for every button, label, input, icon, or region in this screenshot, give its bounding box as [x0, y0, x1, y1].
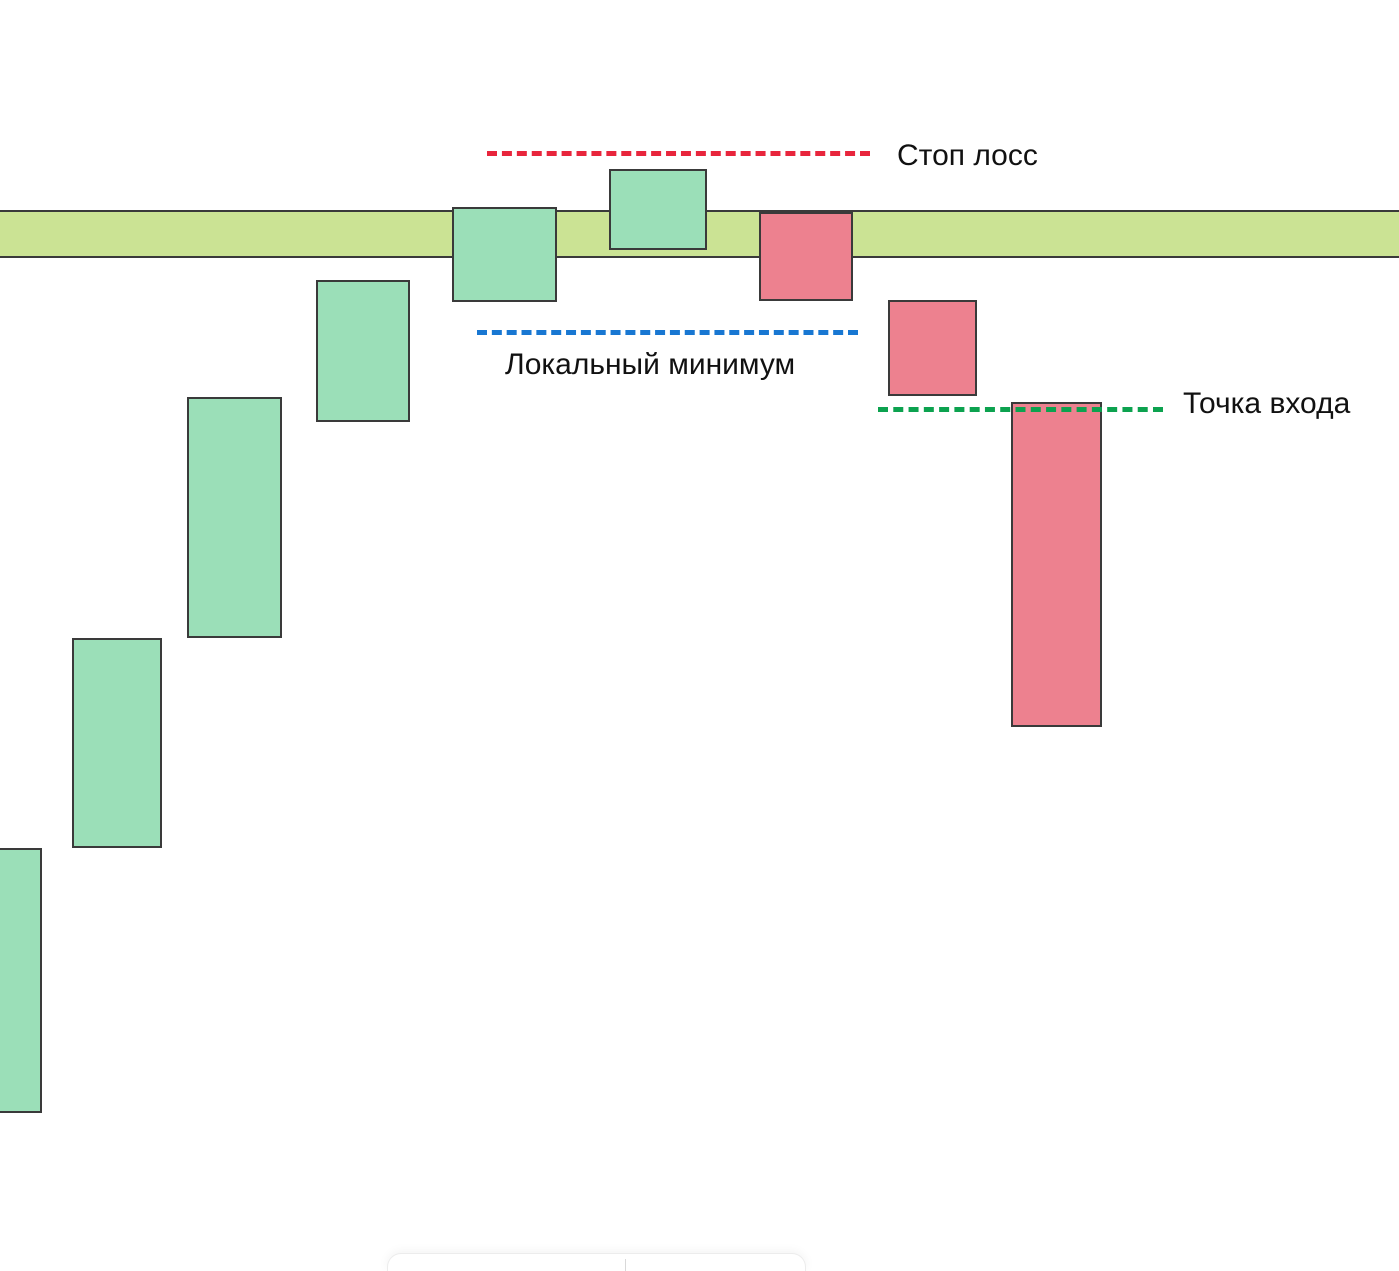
- candle-body-2: [72, 638, 162, 848]
- candle-body-3: [187, 397, 282, 638]
- candle-body-9: [1011, 402, 1102, 727]
- entry-point-label: Точка входа: [1183, 387, 1351, 420]
- candle-body-6: [609, 169, 707, 250]
- bottom-toolbar-card[interactable]: [387, 1253, 806, 1271]
- stop-loss-dashed-line: [487, 151, 870, 156]
- candle-body-7: [759, 212, 853, 301]
- entry-point-dashed-line: [878, 407, 1163, 412]
- stop-loss-label: Стоп лосс: [897, 139, 1038, 172]
- candle-body-8: [888, 300, 977, 396]
- candle-body-5: [452, 207, 557, 302]
- local-minimum-label: Локальный минимум: [505, 348, 796, 381]
- toolbar-divider: [625, 1259, 626, 1271]
- local-minimum-dashed-line: [477, 330, 858, 335]
- candle-body-4: [316, 280, 410, 422]
- candle-body-1: [0, 848, 42, 1113]
